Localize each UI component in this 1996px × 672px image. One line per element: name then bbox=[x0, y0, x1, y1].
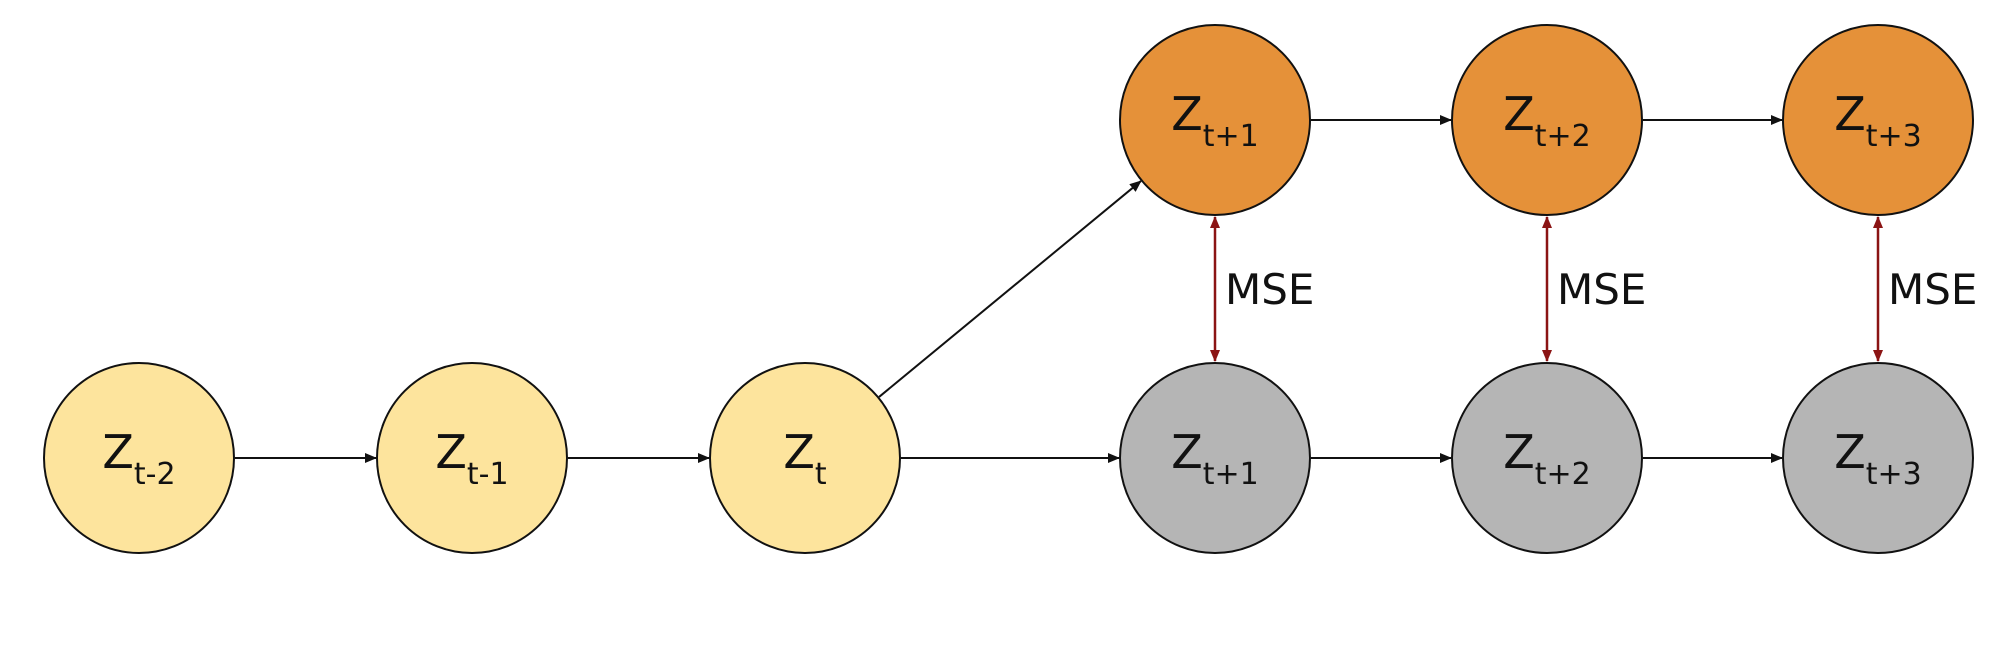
node-letter: Z bbox=[783, 425, 815, 479]
node-z-pred-t-plus-2: Zt+2 bbox=[1451, 24, 1643, 216]
node-circle-z-pred-t-plus-1 bbox=[1119, 24, 1311, 216]
node-circle-z-pred-t-plus-3 bbox=[1782, 24, 1974, 216]
mse-label-2: MSE bbox=[1557, 265, 1646, 314]
node-letter: Z bbox=[1834, 87, 1866, 141]
node-z-target-t-plus-2: Zt+2 bbox=[1451, 362, 1643, 554]
node-letter: Z bbox=[1503, 87, 1535, 141]
node-z-target-t-plus-1: Zt+1 bbox=[1119, 362, 1311, 554]
node-circle-z-target-t-plus-3 bbox=[1782, 362, 1974, 554]
node-subscript: t-2 bbox=[134, 457, 176, 492]
node-label-z-pred-t-plus-3: Zt+3 bbox=[1834, 87, 1922, 154]
node-z-target-t-plus-3: Zt+3 bbox=[1782, 362, 1974, 554]
node-label-z-target-t-plus-3: Zt+3 bbox=[1834, 425, 1922, 492]
node-letter: Z bbox=[1171, 87, 1203, 141]
node-label-z-target-t-plus-2: Zt+2 bbox=[1503, 425, 1591, 492]
node-letter: Z bbox=[1834, 425, 1866, 479]
node-label-z-pred-t-plus-1: Zt+1 bbox=[1171, 87, 1259, 154]
mse-label-1: MSE bbox=[1225, 265, 1314, 314]
flow-arrow-z-t-to-z-pred-t-plus-1 bbox=[878, 180, 1142, 398]
node-circle-z-target-t-plus-2 bbox=[1451, 362, 1643, 554]
node-z-t: Zt bbox=[709, 362, 901, 554]
node-label-z-t-minus-2: Zt-2 bbox=[102, 425, 175, 492]
node-letter: Z bbox=[1171, 425, 1203, 479]
node-subscript: t+2 bbox=[1535, 119, 1591, 154]
node-letter: Z bbox=[102, 425, 134, 479]
node-z-pred-t-plus-3: Zt+3 bbox=[1782, 24, 1974, 216]
node-label-z-target-t-plus-1: Zt+1 bbox=[1171, 425, 1259, 492]
node-circle-z-target-t-plus-1 bbox=[1119, 362, 1311, 554]
node-subscript: t+3 bbox=[1866, 119, 1922, 154]
node-subscript: t+1 bbox=[1203, 119, 1259, 154]
node-circle-z-pred-t-plus-2 bbox=[1451, 24, 1643, 216]
node-label-z-t: Zt bbox=[783, 425, 827, 492]
node-subscript: t+1 bbox=[1203, 457, 1259, 492]
node-letter: Z bbox=[1503, 425, 1535, 479]
node-subscript: t bbox=[815, 457, 827, 492]
node-z-t-minus-2: Zt-2 bbox=[43, 362, 235, 554]
node-circle-z-t-minus-1 bbox=[376, 362, 568, 554]
node-label-z-pred-t-plus-2: Zt+2 bbox=[1503, 87, 1591, 154]
node-subscript: t-1 bbox=[467, 457, 509, 492]
node-label-z-t-minus-1: Zt-1 bbox=[435, 425, 508, 492]
node-subscript: t+3 bbox=[1866, 457, 1922, 492]
node-letter: Z bbox=[435, 425, 467, 479]
loss-links-layer: MSE MSE MSE bbox=[1210, 216, 1977, 362]
node-z-t-minus-1: Zt-1 bbox=[376, 362, 568, 554]
mse-label-3: MSE bbox=[1888, 265, 1977, 314]
node-z-pred-t-plus-1: Zt+1 bbox=[1119, 24, 1311, 216]
edges-layer bbox=[235, 115, 1783, 463]
node-circle-z-t bbox=[709, 362, 901, 554]
node-circle-z-t-minus-2 bbox=[43, 362, 235, 554]
node-subscript: t+2 bbox=[1535, 457, 1591, 492]
